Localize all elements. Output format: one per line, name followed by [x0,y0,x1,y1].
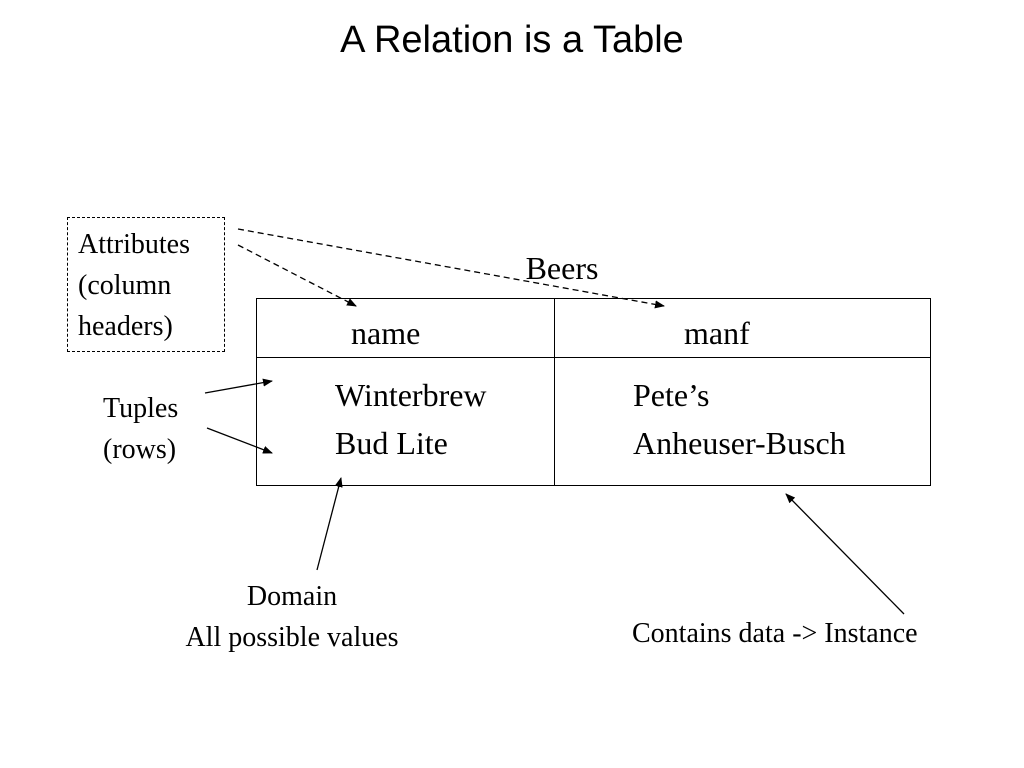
tuples-callout: Tuples (rows) [103,393,179,465]
table-cell: Winterbrew [335,377,487,413]
tuples-to-row1-arrow [204,378,273,394]
slide-title: A Relation is a Table [340,19,684,61]
domain-arrow [316,477,343,571]
relation-name: Beers [525,250,599,286]
attributes-to-manf-arrow [237,228,665,309]
column-divider [554,299,555,485]
table-cell: Bud Lite [335,425,448,461]
name-column-values: Winterbrew Bud Lite [335,371,487,467]
attributes-callout-box [67,217,225,352]
manf-column-values: Pete’s Anheuser-Busch [633,371,846,467]
tuples-to-row2-arrow [206,427,273,454]
attributes-to-name-arrow [237,244,357,307]
table-cell: Pete’s [633,377,710,413]
column-header-manf: manf [684,315,750,351]
instance-arrow [785,493,905,615]
attributes-callout: Attributes (column headers) [78,229,190,342]
header-row [257,299,930,358]
relation-table: name manf Winterbrew Bud Lite Pete’s Anh… [256,298,931,486]
table-cell: Anheuser-Busch [633,425,846,461]
domain-callout: Domain All possible values [185,581,399,653]
column-header-name: name [351,315,421,351]
instance-callout: Contains data -> Instance [632,618,918,649]
